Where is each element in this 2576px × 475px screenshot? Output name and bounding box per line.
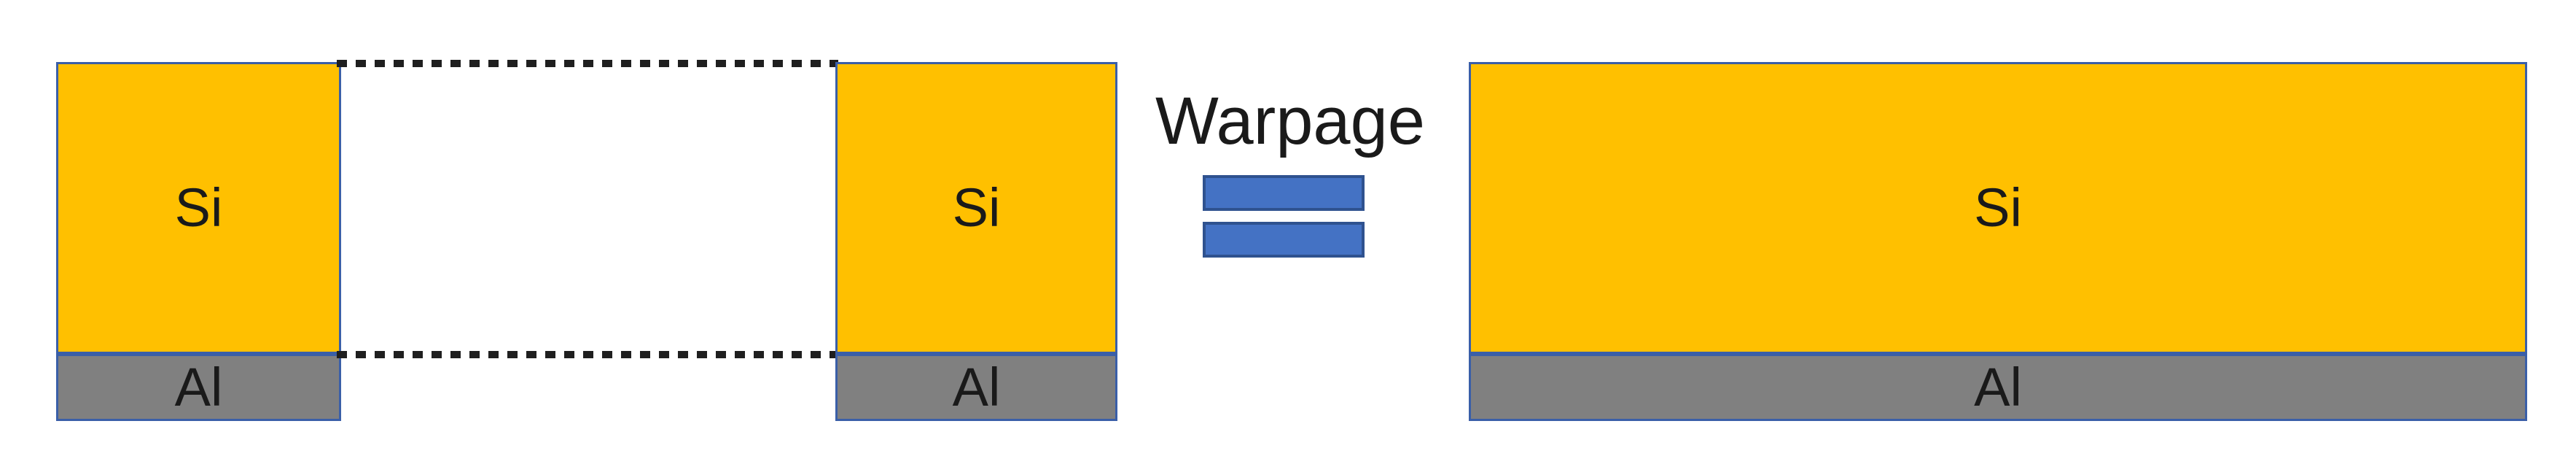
equals-bar-bottom [1203,222,1365,258]
middle-al-layer: Al [835,354,1117,421]
right-si-layer: Si [1469,62,2527,354]
middle-al-label: Al [952,357,1001,417]
equals-bar-top [1203,175,1365,211]
top-dashed-guide-line [337,60,838,67]
bottom-dashed-guide-line [337,351,838,358]
left-al-label: Al [174,357,223,417]
left-si-label: Si [174,177,223,238]
right-al-label: Al [1974,357,2022,417]
right-si-label: Si [1974,177,2022,238]
warpage-label: Warpage [1155,84,1425,158]
middle-si-label: Si [952,177,1001,238]
left-si-layer: Si [56,62,341,354]
right-al-layer: Al [1469,354,2527,421]
equals-icon [1203,175,1365,258]
middle-si-layer: Si [835,62,1117,354]
left-al-layer: Al [56,354,341,421]
